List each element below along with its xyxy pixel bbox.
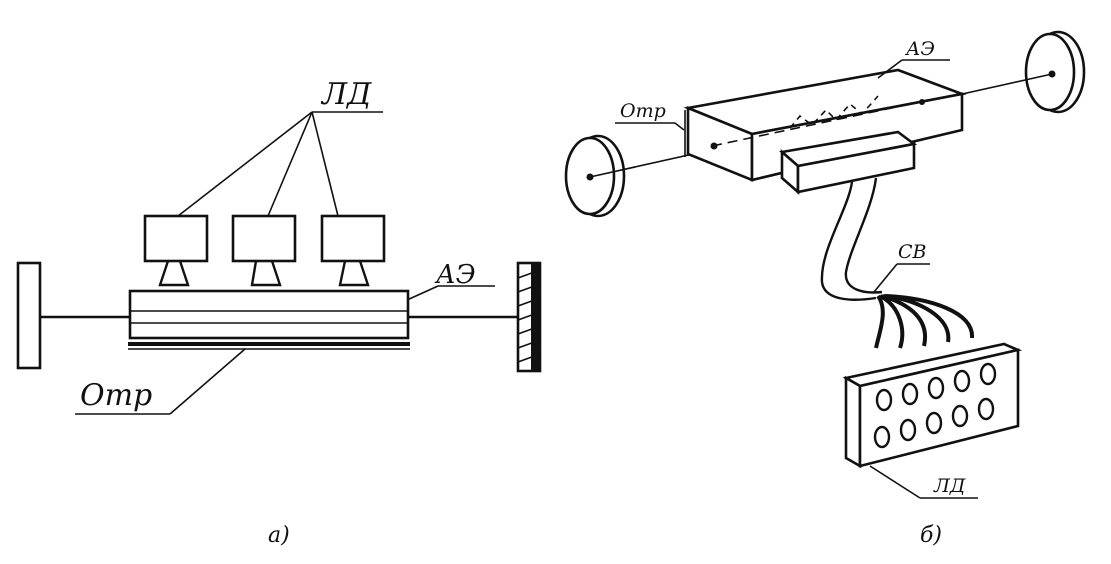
ae-leader-b [877, 59, 950, 79]
figure-b [564, 30, 1086, 499]
fiber-connector [779, 130, 918, 195]
figure-a [16, 111, 542, 415]
ld-label-b: ЛД [934, 475, 966, 497]
ae-label-b: АЭ [906, 38, 935, 60]
ae-leader-a [406, 285, 495, 301]
ae-label-a: АЭ [436, 260, 476, 290]
otr-leader-b [615, 122, 685, 131]
right-mirror [516, 261, 542, 373]
laser-diode-2 [231, 214, 297, 287]
active-element-a [128, 289, 410, 340]
caption-b: б) [920, 523, 943, 548]
ld-leader-b [869, 465, 978, 499]
sv-leader [873, 263, 930, 293]
otr-label-a: Отр [80, 378, 153, 413]
laser-diode-3 [320, 214, 386, 287]
caption-a: а) [268, 523, 290, 548]
laser-diode-array [842, 342, 1023, 469]
laser-diode-1 [143, 214, 209, 287]
fiber-bundle [820, 177, 975, 349]
ld-label-a: ЛД [322, 77, 372, 112]
right-disk-mirror [1024, 30, 1086, 114]
otr-label-b: Отр [620, 100, 666, 122]
otr-leader-a [75, 348, 246, 415]
left-mirror [16, 261, 42, 370]
ld-leader-lines [177, 111, 383, 217]
sv-label: СВ [898, 241, 927, 263]
